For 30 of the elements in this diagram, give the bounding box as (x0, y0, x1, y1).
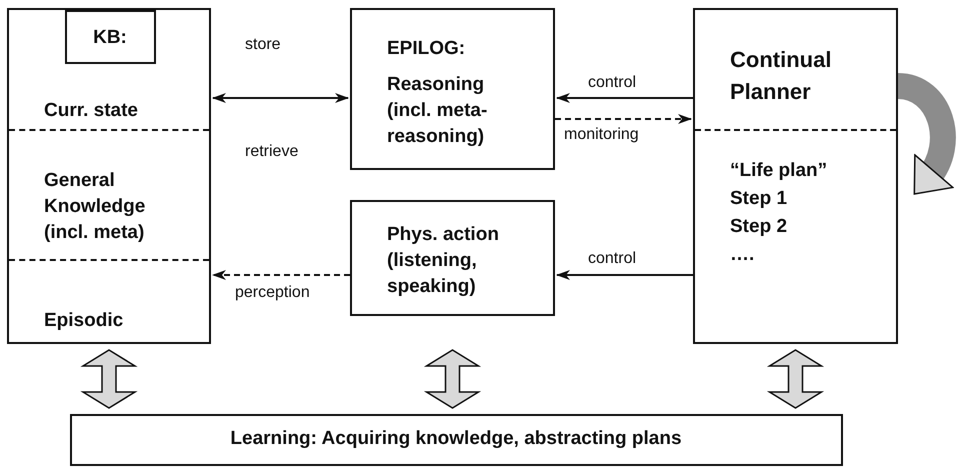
box-text: …. (730, 243, 756, 267)
box-text: Continual Planner (730, 46, 832, 106)
process-box (70, 414, 843, 466)
box-text: KB: (92, 26, 128, 50)
box-text: “Life plan” (730, 159, 828, 183)
box-text: Episodic (44, 309, 124, 333)
process-box (350, 8, 555, 170)
arrow (556, 270, 693, 280)
arrow (555, 114, 692, 124)
edge-label: monitoring (562, 126, 641, 144)
process-box (693, 8, 898, 344)
block-arrow (766, 349, 824, 409)
box-text: Reasoning (incl. meta-reasoning) (387, 73, 488, 149)
arrow (556, 93, 693, 103)
process-box (350, 200, 555, 316)
block-arrow (80, 349, 138, 409)
block-arrow (424, 349, 482, 409)
box-text: Step 2 (730, 215, 788, 239)
process-box (7, 8, 211, 344)
process-box (65, 10, 156, 64)
edge-label: perception (233, 284, 312, 302)
box-text: Phys. action (listening, speaking) (387, 223, 500, 299)
box-text: Curr. state (44, 99, 139, 123)
arrow (212, 93, 349, 103)
box-text: Step 1 (730, 187, 788, 211)
arrow (212, 270, 350, 280)
box-text: EPILOG: (387, 37, 466, 61)
box-text: General Knowledge (incl. meta) (44, 169, 146, 245)
loop-arrow (896, 73, 956, 196)
box-text: Learning: Acquiring knowledge, abstracting plans (229, 427, 683, 451)
